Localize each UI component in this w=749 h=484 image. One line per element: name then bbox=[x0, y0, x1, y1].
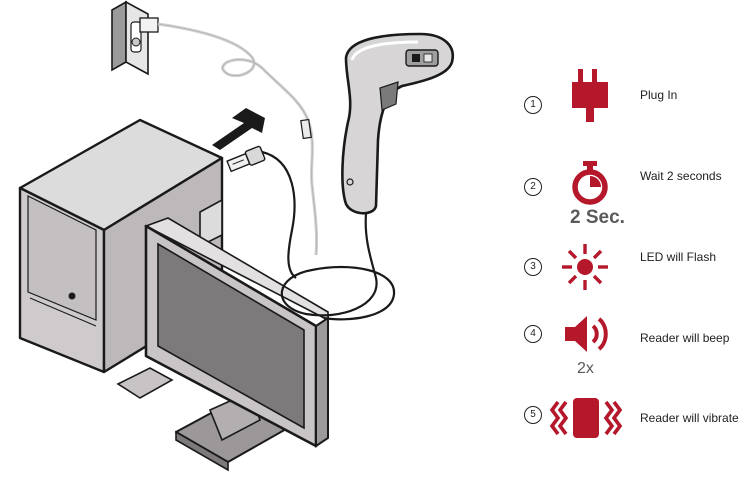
duration-label: 2 Sec. bbox=[570, 207, 625, 228]
step-label: Reader will vibrate bbox=[640, 411, 739, 425]
usb-plug bbox=[226, 145, 266, 173]
step-number: 2 bbox=[524, 178, 542, 196]
step-label: LED will Flash bbox=[640, 250, 717, 264]
stopwatch-icon bbox=[572, 161, 608, 205]
setup-illustration bbox=[18, 0, 455, 472]
step-label: Reader will beep bbox=[640, 331, 730, 345]
wall-outlet bbox=[111, 0, 159, 76]
scanner-cable bbox=[280, 213, 396, 321]
plug-icon bbox=[572, 69, 608, 122]
speaker-icon bbox=[565, 316, 608, 352]
step-label: Plug In bbox=[640, 88, 678, 102]
step-label: Wait 2 seconds bbox=[640, 169, 722, 183]
step-number: 3 bbox=[524, 258, 542, 276]
usb-cable bbox=[261, 150, 297, 279]
step-number: 4 bbox=[524, 325, 542, 343]
monitor bbox=[144, 217, 329, 448]
step-number: 5 bbox=[524, 406, 542, 424]
led-flash-icon bbox=[562, 244, 608, 290]
barcode-scanner bbox=[341, 32, 455, 215]
insert-arrow-icon bbox=[212, 108, 265, 150]
beep-count-label: 2x bbox=[577, 360, 594, 377]
monitor-screen bbox=[157, 242, 305, 430]
vibrate-icon bbox=[549, 398, 623, 438]
step-number: 1 bbox=[524, 96, 542, 114]
